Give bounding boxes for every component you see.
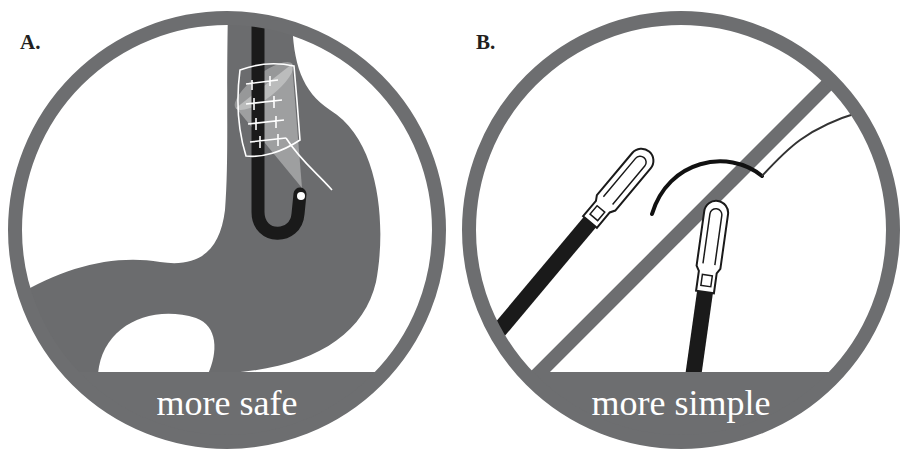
- endoscopic-clip: [484, 144, 658, 345]
- prohibition-bar: [520, 70, 842, 392]
- panel-caption: more simple: [592, 384, 771, 424]
- circle-ring: [15, 18, 439, 442]
- duodenum-gap: [98, 314, 214, 374]
- panel-letter: B.: [476, 30, 495, 55]
- stomach-illustration: [10, 10, 380, 374]
- sutures: [238, 64, 332, 190]
- circle-ring: [469, 18, 893, 442]
- panel-letter: A.: [20, 30, 40, 55]
- endoscope-tip-light: [297, 192, 305, 200]
- clip-illustration: [484, 70, 860, 403]
- panel-circle: more safe: [7, 10, 447, 450]
- stomach: [10, 10, 380, 374]
- suture-thread: [762, 112, 860, 176]
- panel-caption: more safe: [157, 384, 298, 424]
- panel-circle: more simple: [461, 10, 901, 450]
